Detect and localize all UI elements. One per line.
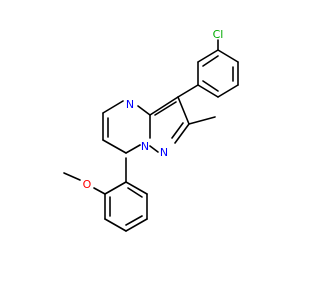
ring-nitrogen-label: N	[126, 98, 134, 111]
bond	[104, 181, 127, 195]
structure-diagram: Cl N N N O	[63, 28, 239, 232]
bridge-nitrogen-label: N	[160, 146, 168, 159]
bond	[202, 80, 219, 92]
bonds	[63, 39, 239, 232]
bond	[171, 122, 184, 139]
bond	[202, 55, 219, 67]
bond	[149, 96, 179, 116]
methoxy-oxygen-label: O	[83, 178, 92, 191]
bond	[137, 105, 151, 116]
bond	[125, 215, 143, 226]
bond	[102, 100, 124, 114]
bond	[63, 172, 81, 181]
atom-labels: Cl N N N O	[83, 28, 224, 191]
bond	[125, 144, 141, 154]
bond	[217, 84, 239, 98]
bond	[93, 187, 106, 195]
bond	[177, 96, 190, 125]
molecule-canvas: Cl N N N O	[63, 28, 239, 232]
bond	[125, 218, 148, 232]
bond	[125, 181, 148, 195]
bond	[154, 101, 177, 116]
chlorine-atom-label: Cl	[213, 28, 224, 41]
bond	[104, 218, 127, 232]
bond	[127, 187, 143, 198]
bond	[177, 84, 199, 98]
bond	[149, 145, 159, 153]
bond	[217, 49, 239, 63]
bond	[197, 84, 219, 98]
bond	[174, 123, 190, 144]
bond	[197, 49, 219, 63]
bond	[188, 116, 216, 125]
bridge-nitrogen-label: N	[141, 140, 149, 153]
bond	[102, 139, 127, 154]
